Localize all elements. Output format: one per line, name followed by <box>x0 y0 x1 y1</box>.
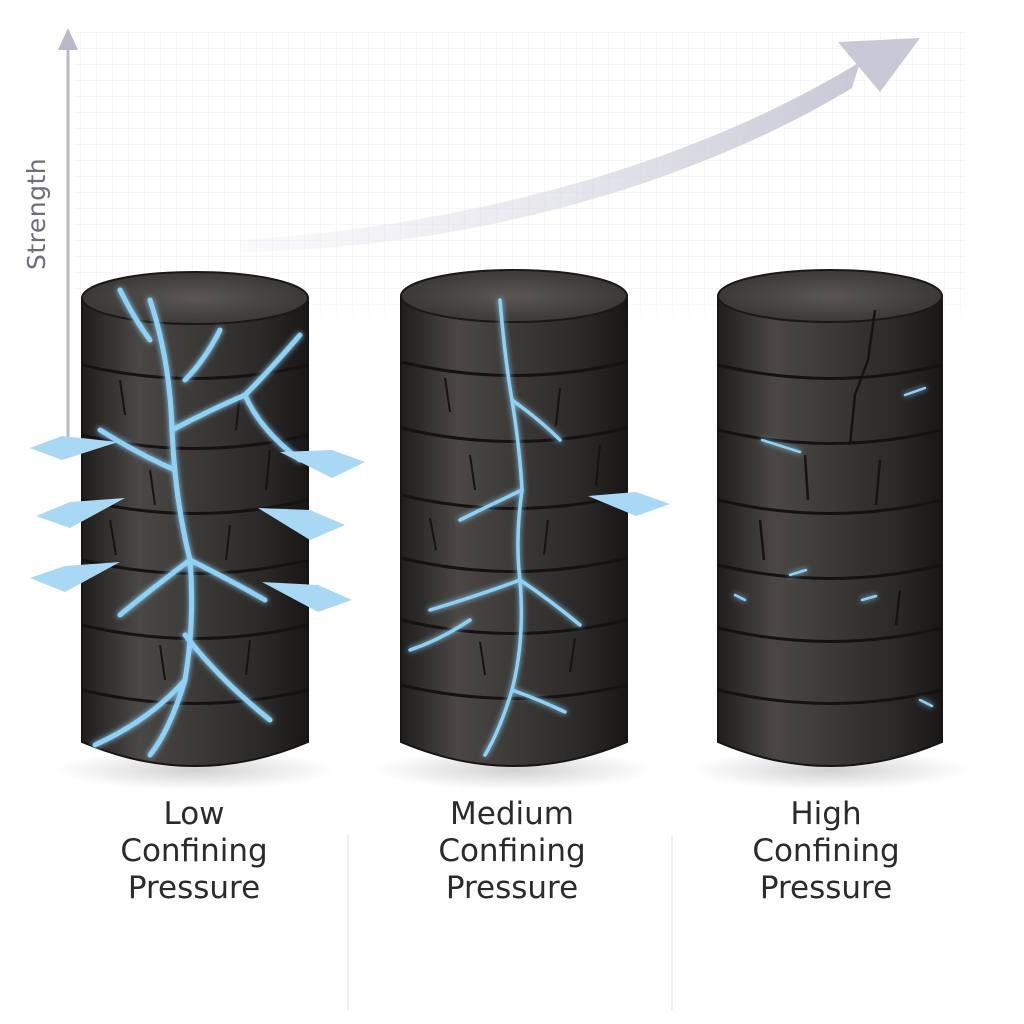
cylinder-high <box>690 269 970 790</box>
caption-medium-confining-pressure: Medium Confining Pressure <box>362 796 662 907</box>
caption-line: Pressure <box>445 870 579 906</box>
strength-axis-arrow <box>58 28 78 440</box>
caption-line: Pressure <box>127 870 261 906</box>
lateral-pressure-arrow <box>30 436 365 612</box>
lateral-pressure-arrow <box>588 492 670 516</box>
strength-axis-label: Strength <box>22 157 51 270</box>
caption-line: Confining <box>120 833 268 869</box>
caption-line: Medium <box>450 796 574 832</box>
caption-line: Low <box>163 796 225 832</box>
caption-line: Confining <box>438 833 586 869</box>
crack-network-medium <box>408 298 582 757</box>
cylinder-medium <box>374 269 670 790</box>
caption-high-confining-pressure: High Confining Pressure <box>676 796 976 907</box>
micro-cracks-high <box>733 386 934 708</box>
caption-line: Pressure <box>759 870 893 906</box>
caption-line: High <box>790 796 862 832</box>
caption-line: Confining <box>752 833 900 869</box>
caption-low-confining-pressure: Low Confining Pressure <box>44 796 344 907</box>
cylinder-low <box>30 271 365 790</box>
crack-network-low <box>92 287 303 758</box>
strength-trend-arrow <box>240 38 920 252</box>
